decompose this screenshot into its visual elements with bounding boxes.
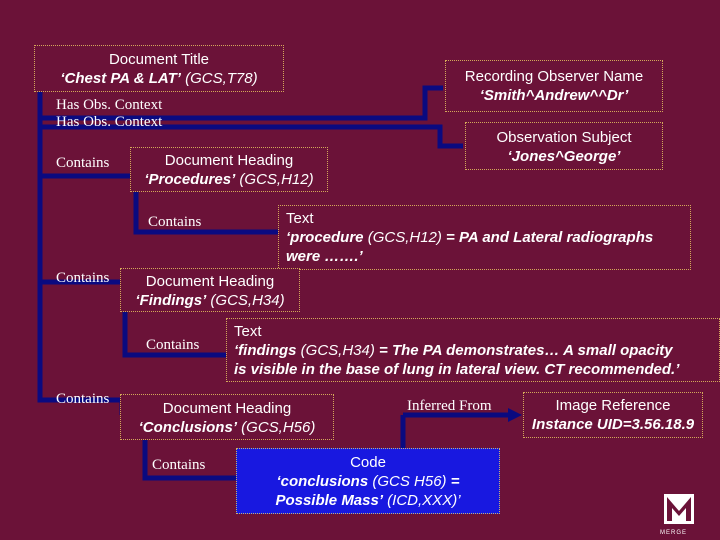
procedure-text-line2: were …….’: [286, 248, 363, 265]
document-title-value: ‘Chest PA & LAT’ (GCS,T78): [35, 69, 283, 88]
findings-heading-name: ‘Findings’: [135, 292, 207, 309]
main-trunk-line: [37, 88, 125, 415]
has-obs-context-label-2: Has Obs. Context: [56, 114, 163, 130]
document-title-heading: Document Title: [108, 51, 210, 68]
procedure-text-label: Text: [286, 210, 314, 227]
inferred-from-arrowhead: [508, 408, 522, 422]
code-box-line2: Possible Mass’ (ICD,XXX)’: [237, 491, 499, 510]
procedures-heading-box: Document Heading ‘Procedures’ (GCS,H12): [130, 147, 328, 192]
contains-label-findings-text: Contains: [146, 337, 200, 353]
contains-label-procedure-text: Contains: [148, 214, 202, 230]
findings-branch-line: [122, 292, 232, 358]
document-title-name: ‘Chest PA & LAT’: [60, 70, 181, 87]
contains-label-code: Contains: [152, 457, 206, 473]
recording-observer-value: ‘Smith^Andrew^^Dr’: [479, 87, 629, 104]
contains-label-conclusions: Contains: [56, 391, 110, 407]
findings-heading-code: (GCS,H34): [206, 292, 285, 309]
conclusions-heading-box: Document Heading ‘Conclusions’ (GCS,H56): [120, 394, 334, 440]
has-obs-context-label-1: Has Obs. Context: [56, 97, 163, 113]
inferred-from-label: Inferred From: [407, 398, 492, 414]
observation-subject-label: Observation Subject: [496, 129, 632, 146]
conclusions-heading-value: ‘Conclusions’ (GCS,H56): [121, 418, 333, 437]
procedure-text-quote: ‘procedure: [286, 229, 364, 246]
merge-logo-icon: [664, 494, 694, 524]
observation-subject-box: Observation Subject ‘Jones^George’: [465, 122, 663, 170]
image-reference-value: Instance UID=3.56.18.9: [531, 416, 695, 433]
code-box-equals: =: [446, 473, 460, 490]
procedures-heading-name: ‘Procedures’: [144, 171, 236, 188]
code-box-value: Possible Mass’: [275, 492, 384, 509]
image-reference-label: Image Reference: [555, 397, 671, 414]
image-reference-box: Image Reference Instance UID=3.56.18.9: [523, 392, 703, 438]
observation-subject-value: ‘Jones^George’: [507, 148, 621, 165]
code-box: Code ‘conclusions (GCS H56) = Possible M…: [236, 448, 500, 514]
findings-text-quote: ‘findings: [234, 342, 297, 359]
contains-label-findings: Contains: [56, 270, 110, 286]
recording-observer-label: Recording Observer Name: [464, 68, 644, 85]
findings-text-label: Text: [234, 323, 262, 340]
conclusions-heading-label: Document Heading: [162, 400, 292, 417]
findings-text-code: (GCS,H34): [296, 342, 375, 359]
code-box-line1: ‘conclusions (GCS H56) =: [237, 472, 499, 491]
findings-heading-label: Document Heading: [145, 273, 275, 290]
procedure-text-line1: ‘procedure (GCS,H12) = PA and Lateral ra…: [286, 228, 690, 247]
procedures-heading-label: Document Heading: [164, 152, 294, 169]
procedures-branch-line: [133, 186, 286, 235]
document-title-code: (GCS,T78): [180, 70, 258, 87]
conclusions-heading-code: (GCS,H56): [236, 419, 316, 436]
findings-heading-value: ‘Findings’ (GCS,H34): [121, 291, 299, 310]
conclusions-heading-name: ‘Conclusions’: [138, 419, 237, 436]
code-box-quote: ‘conclusions: [276, 473, 369, 490]
findings-text-line2: is visible in the base of lung in latera…: [234, 361, 680, 378]
code-box-code-2: (ICD,XXX)’: [383, 492, 461, 509]
obs-context-line-1: [40, 85, 443, 121]
conclusions-branch-line: [142, 428, 236, 481]
code-box-code-1: (GCS H56): [368, 473, 447, 490]
findings-text-line1: ‘findings (GCS,H34) = The PA demonstrate…: [234, 341, 719, 360]
procedure-text-code: (GCS,H12): [363, 229, 442, 246]
findings-text-value: = The PA demonstrates… A small opacity: [374, 342, 673, 359]
recording-observer-box: Recording Observer Name ‘Smith^Andrew^^D…: [445, 60, 663, 112]
findings-text-box: Text ‘findings (GCS,H34) = The PA demons…: [226, 318, 720, 382]
obs-context-line-2: [40, 124, 463, 149]
procedures-heading-value: ‘Procedures’ (GCS,H12): [131, 170, 327, 189]
document-title-box: Document Title ‘Chest PA & LAT’ (GCS,T78…: [34, 45, 284, 92]
procedure-text-box: Text ‘procedure (GCS,H12) = PA and Later…: [278, 205, 691, 270]
procedures-heading-code: (GCS,H12): [235, 171, 314, 188]
code-box-label: Code: [350, 454, 386, 471]
procedure-text-value: = PA and Lateral radiographs: [441, 229, 654, 246]
findings-heading-box: Document Heading ‘Findings’ (GCS,H34): [120, 268, 300, 312]
contains-label-procedures: Contains: [56, 155, 110, 171]
logo-text: MERGE: [660, 530, 688, 536]
